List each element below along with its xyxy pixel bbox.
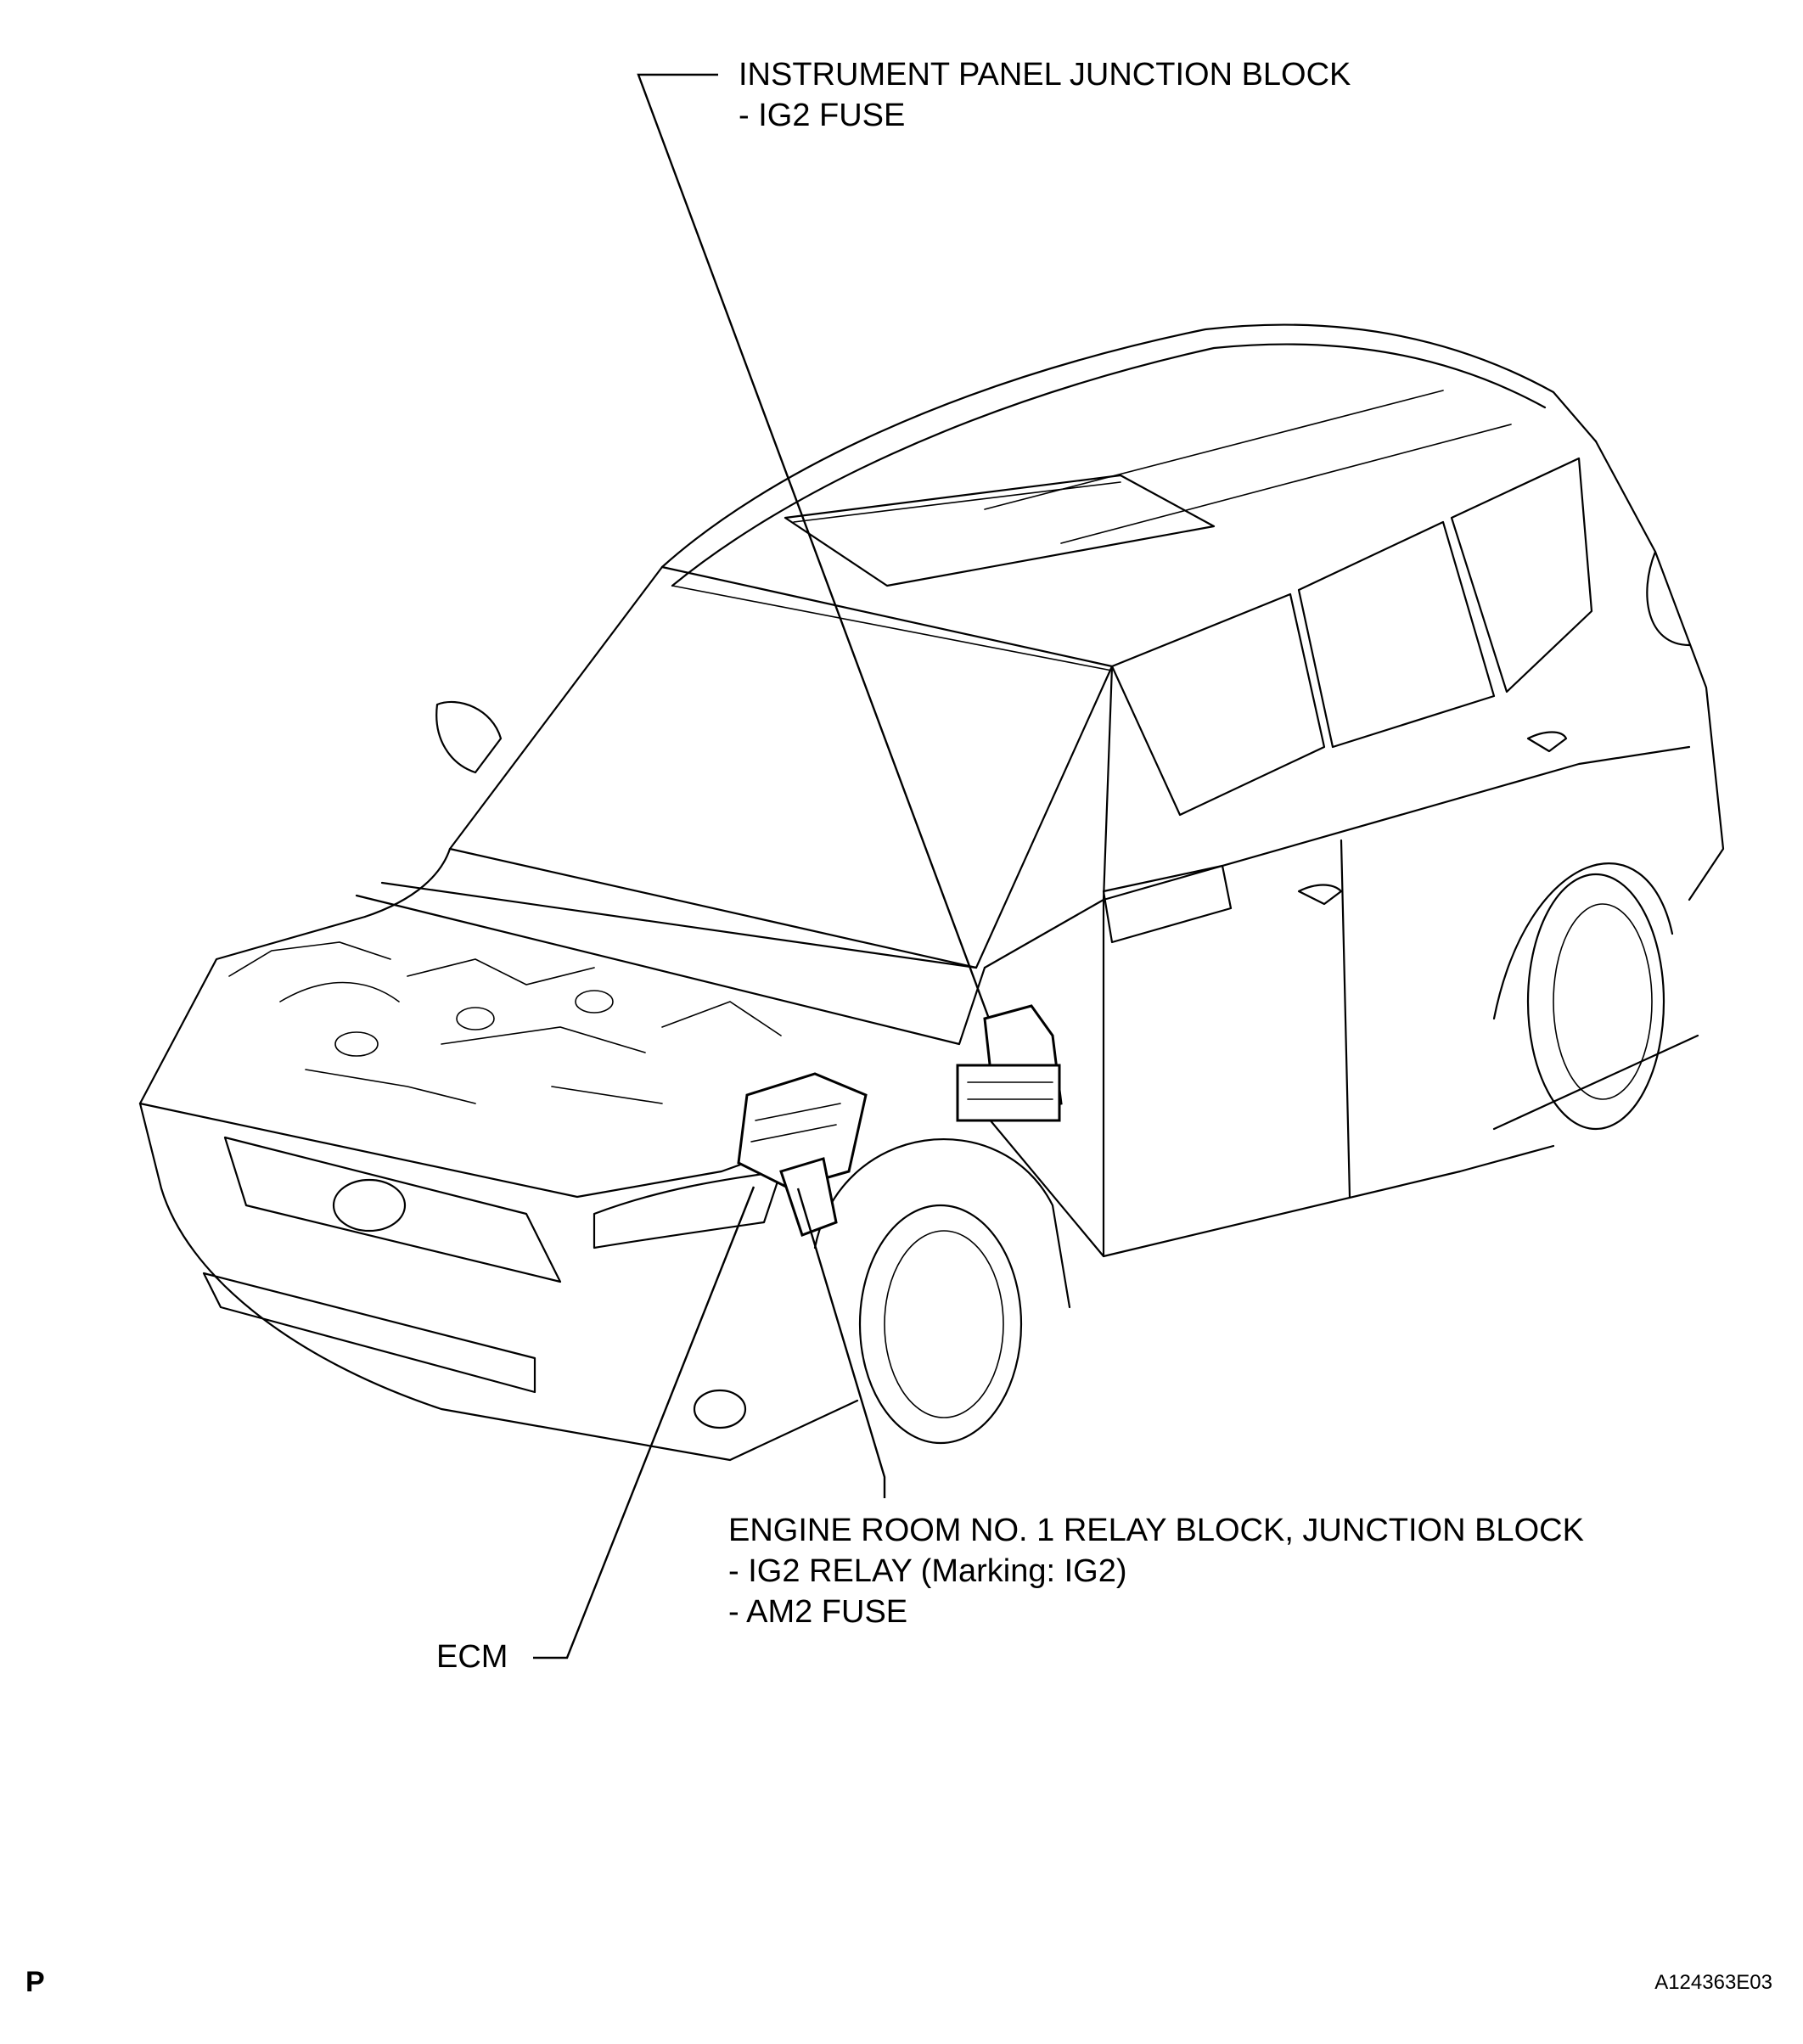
engine-room-label: ENGINE ROOM NO. 1 RELAY BLOCK, JUNCTION …	[728, 1510, 1584, 1632]
vehicle-outline	[138, 323, 1725, 1462]
ecm-label: ECM	[436, 1639, 508, 1675]
instrument-panel-item-ig2-fuse: - IG2 FUSE	[739, 98, 906, 133]
instrument-panel-junction-block-part	[956, 1004, 1063, 1122]
instrument-panel-title: INSTRUMENT PANEL JUNCTION BLOCK	[739, 57, 1351, 93]
engine-room-relay-block-part	[737, 1072, 868, 1190]
ecm-part	[779, 1157, 838, 1237]
engine-room-item-ig2-relay: - IG2 RELAY (Marking: IG2)	[728, 1553, 1127, 1589]
figure-id: A124363E03	[1654, 1971, 1772, 1994]
leader-lines	[533, 73, 991, 1659]
engine-room-item-am2-fuse: - AM2 FUSE	[728, 1594, 908, 1630]
instrument-panel-label: INSTRUMENT PANEL JUNCTION BLOCK - IG2 FU…	[739, 54, 1351, 136]
corner-mark: P	[25, 1966, 45, 1998]
leader-ecm	[533, 1186, 755, 1659]
leader-instrument-panel	[637, 73, 991, 1019]
engine-room-title: ENGINE ROOM NO. 1 RELAY BLOCK, JUNCTION …	[728, 1513, 1584, 1548]
leader-engine-room	[796, 1188, 886, 1498]
